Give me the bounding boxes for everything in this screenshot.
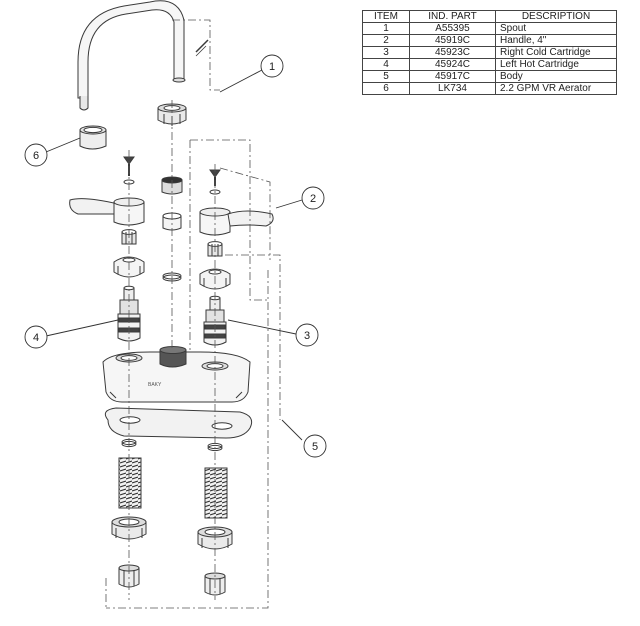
description-cell: Right Cold Cartridge bbox=[495, 46, 617, 59]
left-threaded-shank bbox=[118, 457, 142, 509]
item-cell: 3 bbox=[362, 46, 410, 59]
callout-2-label: 2 bbox=[310, 193, 316, 205]
callout-5-label: 5 bbox=[312, 441, 318, 453]
callout-6-label: 6 bbox=[33, 150, 39, 162]
spout-nut bbox=[157, 103, 187, 126]
right-locknut bbox=[197, 526, 233, 550]
table-row: 3 45923C Right Cold Cartridge bbox=[362, 46, 617, 59]
assembly-centerlines bbox=[105, 19, 281, 609]
right-handle bbox=[199, 207, 274, 236]
table-row: 5 45917C Body bbox=[362, 70, 617, 83]
part-cell: 45917C bbox=[409, 70, 496, 83]
callout-3-label: 3 bbox=[304, 330, 310, 342]
body-brand-label: BAKY bbox=[148, 382, 162, 388]
header-item: ITEM bbox=[362, 10, 410, 23]
part-cell: LK734 bbox=[409, 82, 496, 95]
callout-4: 4 bbox=[24, 325, 48, 349]
description-cell: 2.2 GPM VR Aerator bbox=[495, 82, 617, 95]
callout-4-label: 4 bbox=[33, 332, 39, 344]
description-cell: Spout bbox=[495, 22, 617, 35]
description-cell: Handle, 4" bbox=[495, 34, 617, 47]
parts-list-table: ITEM IND. PART DESCRIPTION 1 A55395 Spou… bbox=[362, 10, 617, 95]
table-row: 1 A55395 Spout bbox=[362, 22, 617, 35]
callout-1-label: 1 bbox=[269, 61, 275, 73]
part-cell: 45919C bbox=[409, 34, 496, 47]
callout-5: 5 bbox=[303, 434, 327, 458]
item-cell: 1 bbox=[362, 22, 410, 35]
callout-2: 2 bbox=[301, 186, 325, 210]
description-cell: Left Hot Cartridge bbox=[495, 58, 617, 71]
part-cell: A55395 bbox=[409, 22, 496, 35]
description-cell: Body bbox=[495, 70, 617, 83]
callout-3: 3 bbox=[295, 323, 319, 347]
header-ind-part: IND. PART bbox=[409, 10, 496, 23]
item-cell: 6 bbox=[362, 82, 410, 95]
table-row: 2 45919C Handle, 4" bbox=[362, 34, 617, 47]
right-threaded-shank bbox=[204, 467, 228, 519]
item-cell: 5 bbox=[362, 70, 410, 83]
callouts: 1 2 3 4 5 6 bbox=[24, 54, 327, 458]
table-row: 6 LK734 2.2 GPM VR Aerator bbox=[362, 82, 617, 95]
item-cell: 2 bbox=[362, 34, 410, 47]
base-gasket bbox=[104, 407, 253, 439]
parts-table-header-row: ITEM IND. PART DESCRIPTION bbox=[362, 10, 617, 23]
aerator bbox=[79, 125, 107, 150]
table-row: 4 45924C Left Hot Cartridge bbox=[362, 58, 617, 71]
callout-1: 1 bbox=[260, 54, 284, 78]
header-description: DESCRIPTION bbox=[495, 10, 617, 23]
part-cell: 45923C bbox=[409, 46, 496, 59]
callout-6: 6 bbox=[24, 143, 48, 167]
faucet-body: BAKY bbox=[102, 346, 251, 403]
part-cell: 45924C bbox=[409, 58, 496, 71]
spout bbox=[77, 0, 209, 111]
left-handle bbox=[69, 197, 145, 226]
item-cell: 4 bbox=[362, 58, 410, 71]
